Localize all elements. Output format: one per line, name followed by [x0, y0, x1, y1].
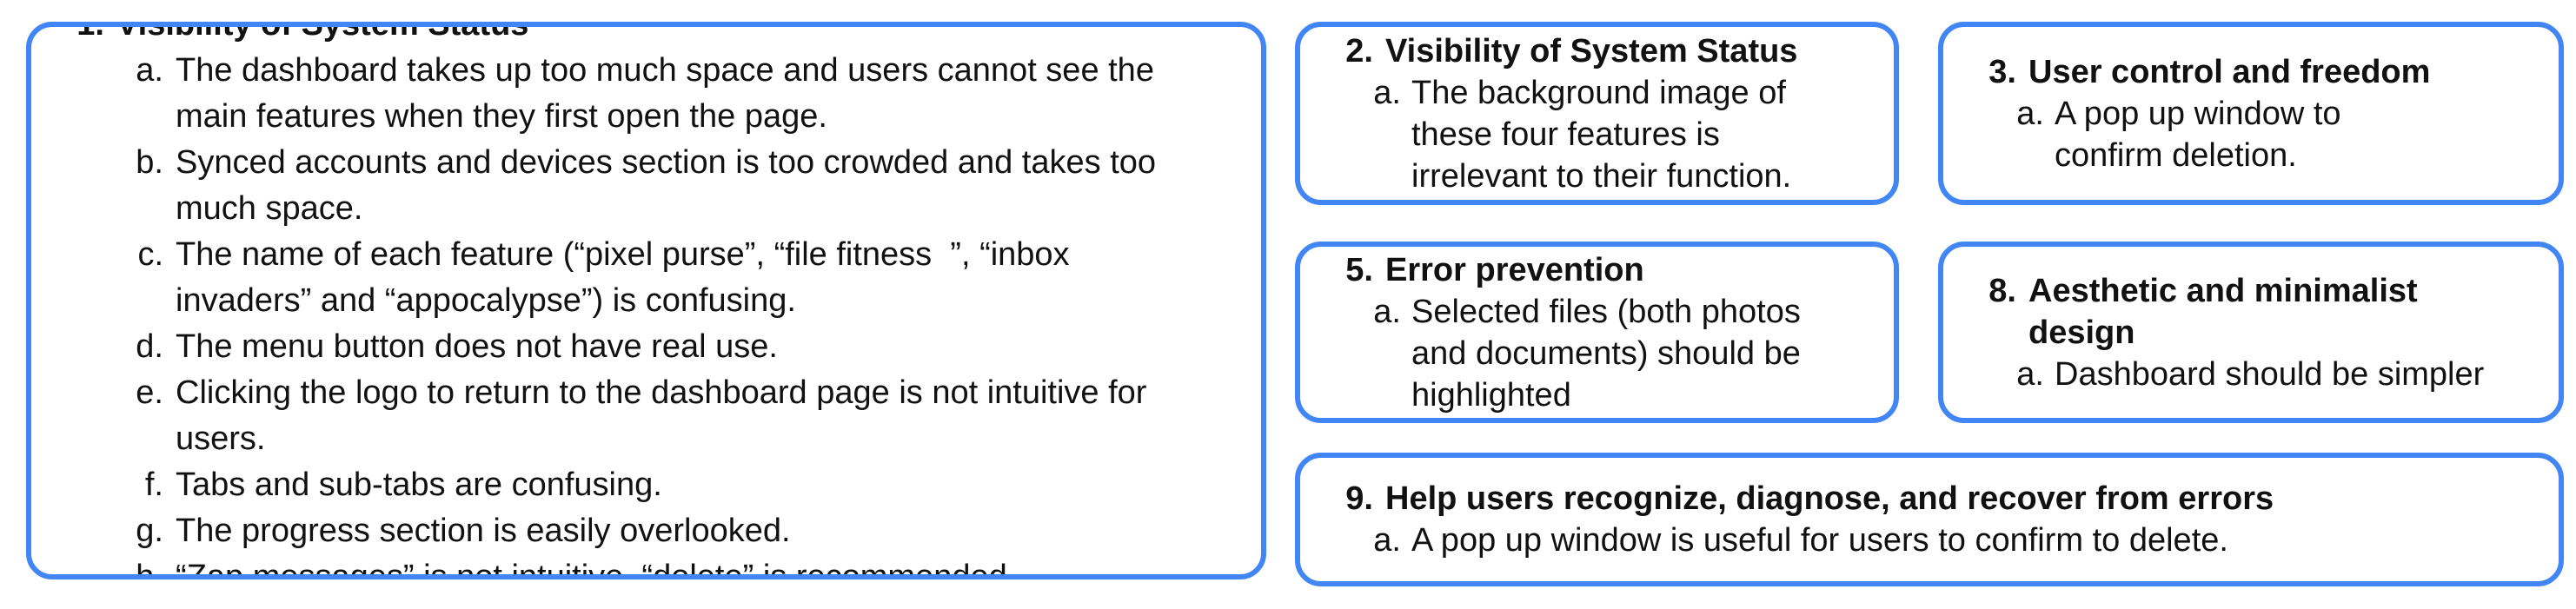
item-marker: a.	[1373, 293, 1401, 330]
item-text: The progress section is easily overlooke…	[176, 512, 791, 549]
box-heading: 5. Error prevention	[1325, 249, 1885, 291]
list-item: c. The name of each feature (“pixel purs…	[125, 232, 1252, 324]
item-marker: c.	[137, 235, 163, 273]
heading-number: 1.	[76, 22, 104, 43]
box-heading: 8. Aesthetic and minimalist design	[1968, 270, 2550, 354]
heading-title: Visibility of System Status	[1385, 32, 1798, 70]
item-text: Dashboard should be simpler	[2055, 355, 2485, 393]
item-marker: a.	[1373, 522, 1401, 559]
note-box-1-visibility-of-system-status: 1. Visibility of System Status a. The da…	[26, 22, 1266, 579]
item-marker: a.	[136, 51, 163, 89]
item-marker: f.	[144, 466, 163, 503]
item-text: The background image of these four featu…	[1411, 74, 1792, 195]
heading-title: Error prevention	[1385, 251, 1644, 288]
item-text: The name of each feature (“pixel purse”,…	[176, 235, 1070, 319]
item-marker: a.	[2016, 355, 2044, 393]
item-text: Clicking the logo to return to the dashb…	[176, 374, 1147, 457]
box-heading: 2. Visibility of System Status	[1325, 30, 1885, 72]
item-text: “Zap messages” is not intuitive, “delete…	[176, 558, 1017, 579]
item-marker: g.	[136, 512, 163, 549]
list-item: a. A pop up window is useful for users t…	[1366, 520, 2550, 561]
item-text: Selected files (both photos and document…	[1411, 293, 1801, 414]
box-heading: 1. Visibility of System Status	[56, 22, 1252, 48]
list-item: a. The background image of these four fe…	[1366, 72, 1885, 197]
list-item: f. Tabs and sub-tabs are confusing.	[125, 462, 1252, 508]
item-marker: a.	[1373, 74, 1401, 111]
heading-number: 5.	[1345, 251, 1373, 288]
note-box-3-user-control-and-freedom: 3. User control and freedom a. A pop up …	[1938, 22, 2564, 205]
item-marker: a.	[2016, 95, 2044, 132]
box-heading: 3. User control and freedom	[1968, 51, 2550, 93]
list-item: a. Selected files (both photos and docum…	[1366, 291, 1885, 416]
item-text: A pop up window to confirm deletion.	[2055, 95, 2341, 174]
item-marker: b.	[136, 143, 163, 181]
item-text: Tabs and sub-tabs are confusing.	[176, 466, 662, 503]
heading-title: Help users recognize, diagnose, and reco…	[1385, 480, 2274, 517]
list-item: a. The dashboard takes up too much space…	[125, 48, 1252, 140]
item-marker: e.	[136, 374, 163, 411]
box-heading: 9. Help users recognize, diagnose, and r…	[1325, 478, 2550, 520]
list-item: b. Synced accounts and devices section i…	[125, 140, 1252, 232]
item-text: The menu button does not have real use.	[176, 328, 778, 365]
item-text: A pop up window is useful for users to c…	[1411, 522, 2228, 559]
heading-number: 8.	[1988, 272, 2016, 309]
heading-title: Visibility of System Status	[116, 22, 529, 43]
list-item: e. Clicking the logo to return to the da…	[125, 370, 1252, 462]
list-item: a. A pop up window to confirm deletion.	[2009, 93, 2550, 176]
list-item: a. Dashboard should be simpler	[2009, 354, 2550, 395]
heading-title: User control and freedom	[2028, 53, 2431, 90]
list-item: g. The progress section is easily overlo…	[125, 508, 1252, 554]
item-text: The dashboard takes up too much space an…	[176, 51, 1154, 135]
list-item: d. The menu button does not have real us…	[125, 324, 1252, 370]
note-box-2-visibility-of-system-status: 2. Visibility of System Status a. The ba…	[1295, 22, 1899, 205]
heading-number: 2.	[1345, 32, 1373, 70]
heading-title: Aesthetic and minimalist design	[2028, 272, 2418, 351]
heading-number: 9.	[1345, 480, 1373, 517]
item-text: Synced accounts and devices section is t…	[176, 143, 1157, 227]
item-marker: h.	[136, 558, 163, 579]
note-box-9-help-users-recover-from-errors: 9. Help users recognize, diagnose, and r…	[1295, 453, 2564, 586]
note-box-8-aesthetic-and-minimalist-design: 8. Aesthetic and minimalist design a. Da…	[1938, 242, 2564, 423]
note-box-5-error-prevention: 5. Error prevention a. Selected files (b…	[1295, 242, 1899, 423]
heading-number: 3.	[1988, 53, 2016, 90]
item-marker: d.	[136, 328, 163, 365]
list-item: h. “Zap messages” is not intuitive, “del…	[125, 554, 1252, 579]
